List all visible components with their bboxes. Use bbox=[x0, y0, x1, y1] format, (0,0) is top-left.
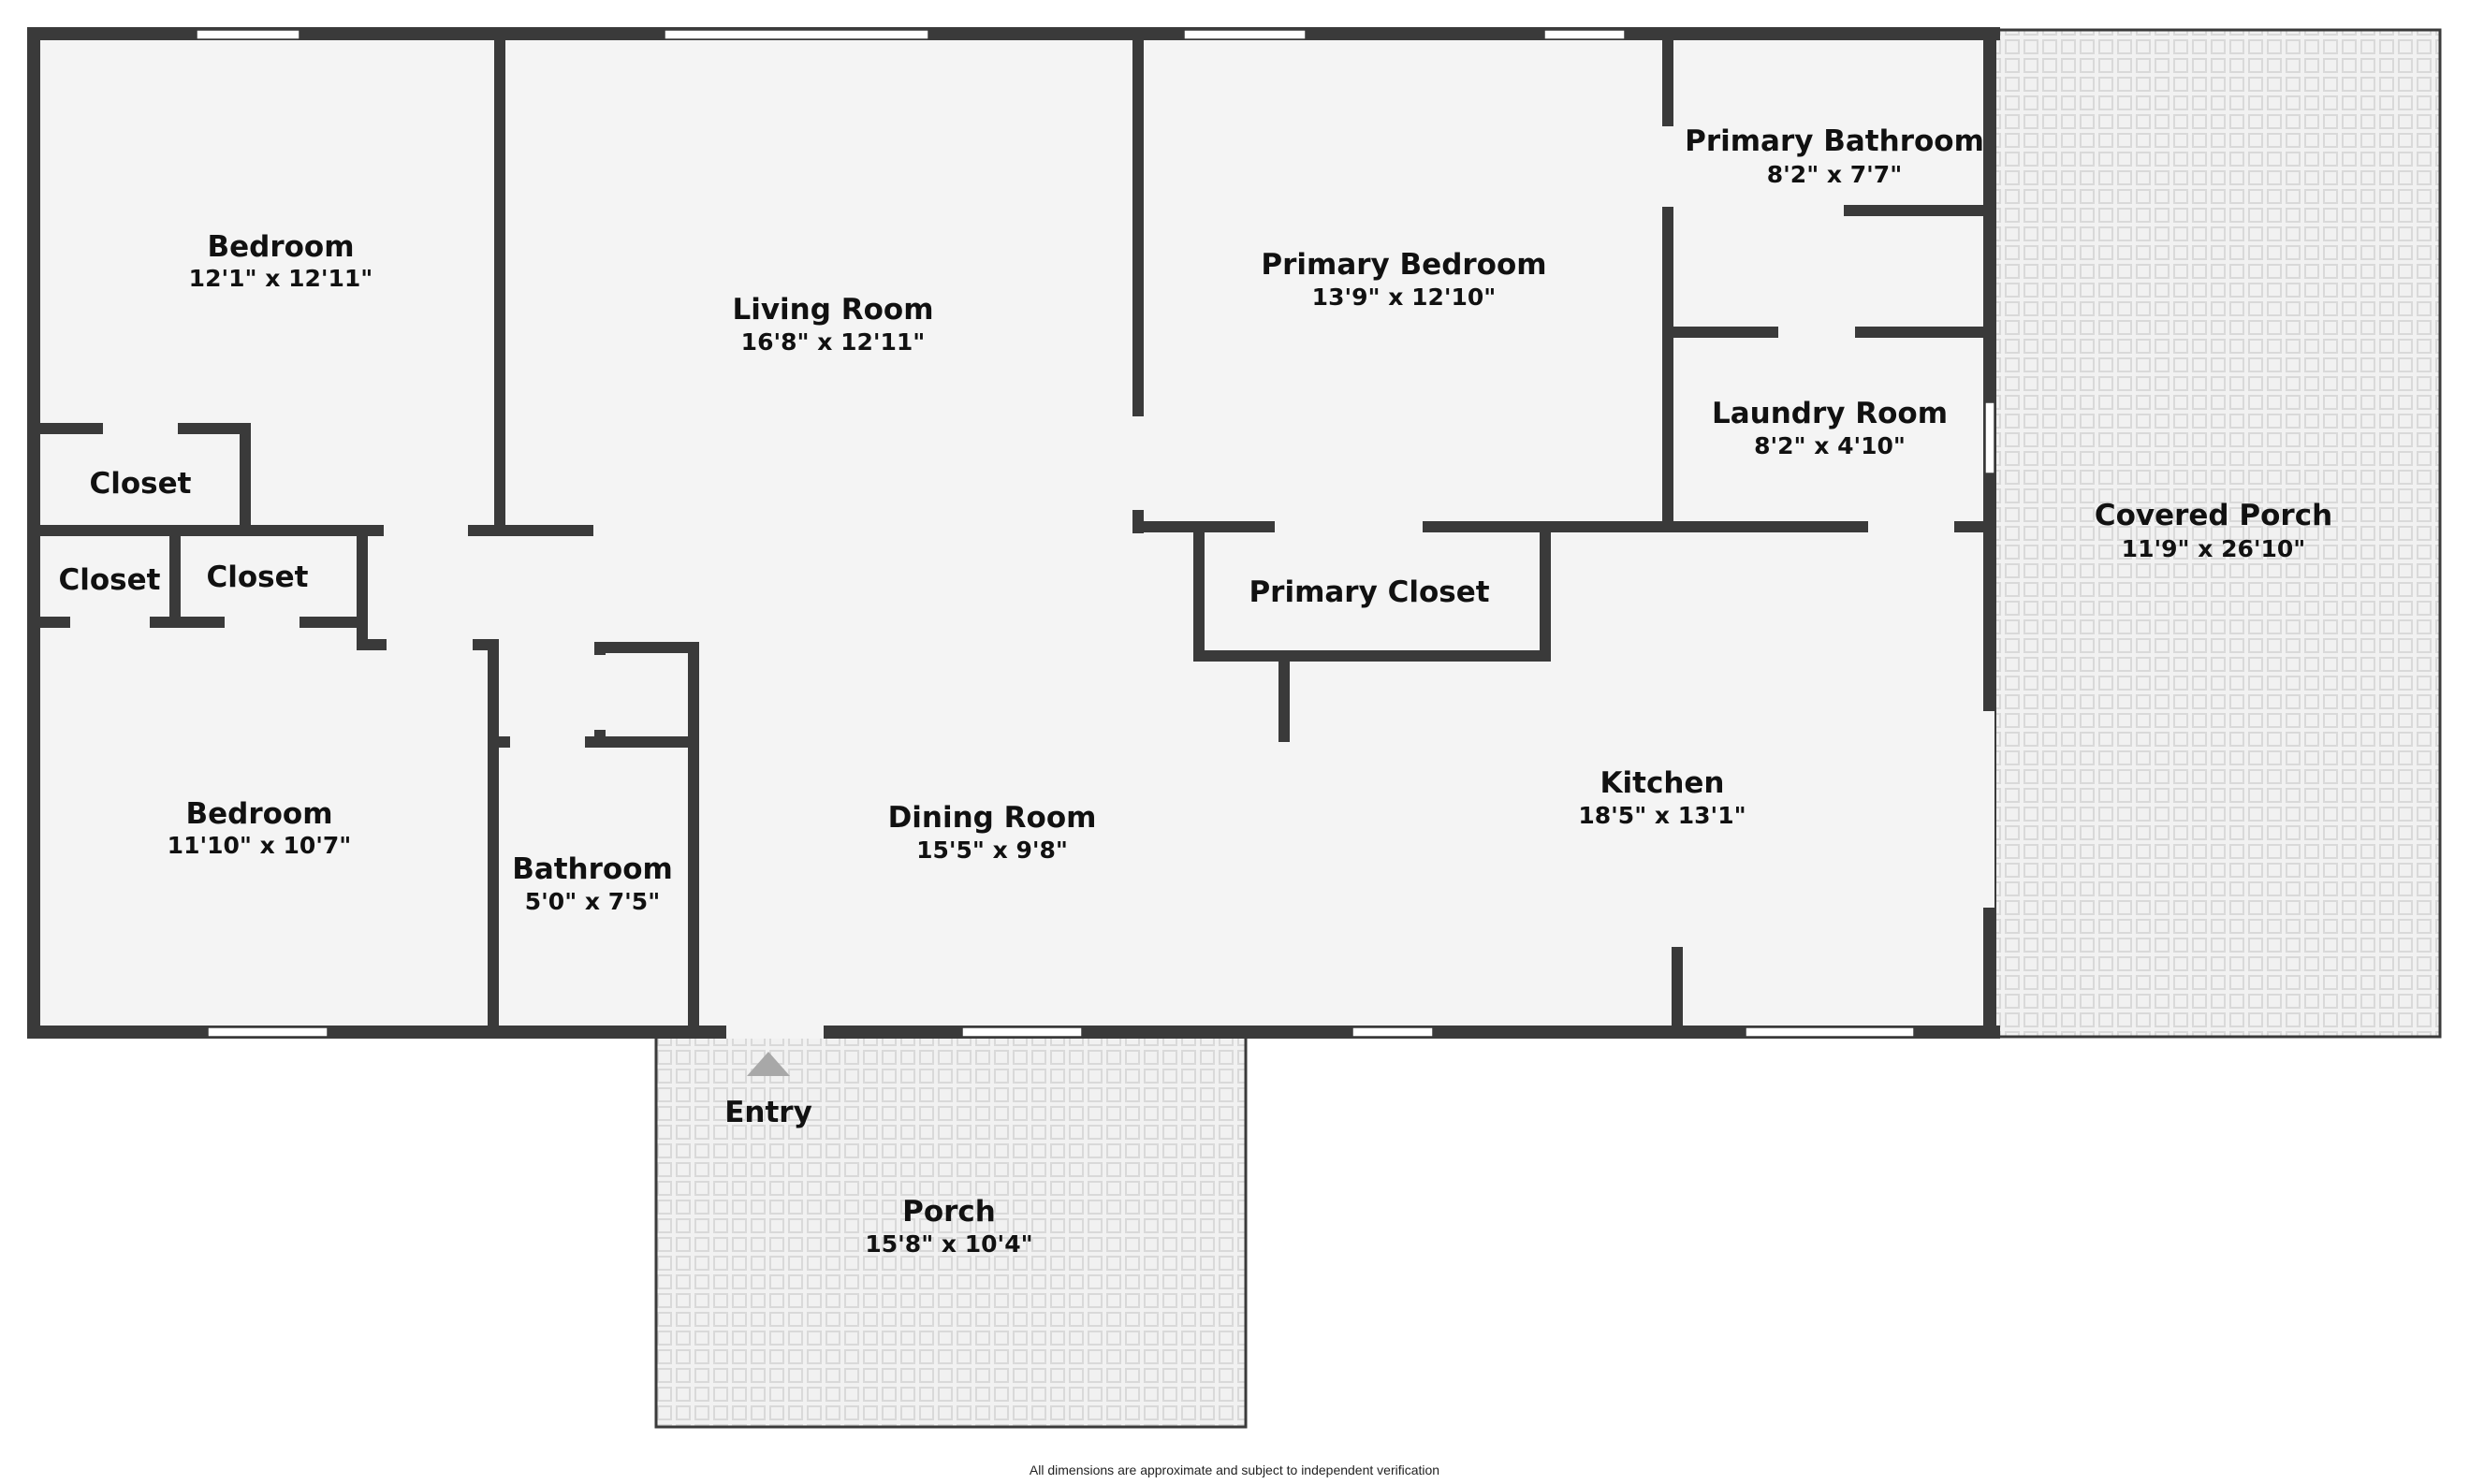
disclaimer-text: All dimensions are approximate and subje… bbox=[1030, 1462, 1439, 1477]
room-name-entry: Entry bbox=[724, 1096, 812, 1129]
wall-primary-closet-bottom bbox=[1193, 650, 1551, 662]
wall-closet-left-right bbox=[169, 525, 181, 628]
room-name-kitchen: Kitchen bbox=[1600, 766, 1724, 800]
exterior-wall-top bbox=[30, 27, 2000, 40]
door-opening bbox=[1868, 521, 1954, 532]
wall-primary-closet-right bbox=[1540, 521, 1551, 662]
window bbox=[1351, 1026, 1434, 1038]
wall-primary-closet-left bbox=[1193, 521, 1205, 662]
room-name-living-room: Living Room bbox=[732, 293, 933, 327]
room-name-bathroom: Bathroom bbox=[512, 852, 673, 886]
window bbox=[961, 1026, 1083, 1038]
wall-primary-bed-bottom bbox=[1132, 521, 1989, 532]
window bbox=[664, 29, 929, 40]
room-dims-bedroom-top: 12'1" x 12'11" bbox=[189, 265, 373, 292]
door-opening bbox=[103, 423, 178, 434]
room-name-primary-bathroom: Primary Bathroom bbox=[1685, 124, 1984, 158]
window bbox=[1984, 401, 1995, 474]
window bbox=[196, 29, 300, 40]
room-dims-laundry-room: 8'2" x 4'10" bbox=[1754, 432, 1906, 459]
room-dims-covered-porch: 11'9" x 26'10" bbox=[2122, 535, 2306, 562]
door-opening bbox=[225, 617, 299, 628]
room-name-porch: Porch bbox=[902, 1195, 996, 1229]
door-opening bbox=[70, 617, 150, 628]
room-name-dining-room: Dining Room bbox=[888, 801, 1097, 835]
entry-arrow-icon bbox=[747, 1052, 790, 1076]
wall-bedroom-top-right bbox=[494, 34, 505, 533]
door-opening bbox=[594, 655, 606, 730]
wall-primary-closet-stub bbox=[1278, 650, 1290, 742]
wall-bath-closet-top bbox=[594, 642, 699, 653]
room-name-bedroom-bottom: Bedroom bbox=[185, 797, 332, 831]
door-opening bbox=[1662, 126, 1673, 207]
wall-primary-bath-shower bbox=[1844, 205, 1990, 216]
door-opening bbox=[1275, 521, 1423, 532]
door-opening bbox=[1778, 327, 1855, 338]
window bbox=[1745, 1026, 1915, 1038]
room-name-closet-left: Closet bbox=[59, 563, 161, 597]
room-dims-living-room: 16'8" x 12'11" bbox=[741, 328, 926, 356]
room-name-closet-top: Closet bbox=[90, 467, 192, 501]
windows bbox=[196, 29, 1995, 1038]
door-opening bbox=[726, 1026, 824, 1039]
room-name-bedroom-top: Bedroom bbox=[207, 230, 354, 264]
wall-closet-top-right bbox=[240, 423, 251, 533]
wall-kitchen-stub bbox=[1672, 947, 1683, 1033]
room-dims-bedroom-bottom: 11'10" x 10'7" bbox=[168, 832, 352, 859]
room-dims-porch: 15'8" x 10'4" bbox=[865, 1230, 1032, 1258]
wall-primary-bed-right bbox=[1662, 34, 1673, 532]
door-openings bbox=[70, 126, 1994, 1039]
window bbox=[1543, 29, 1626, 40]
room-name-laundry-room: Laundry Room bbox=[1712, 397, 1948, 430]
door-opening bbox=[1132, 416, 1144, 510]
window bbox=[1183, 29, 1307, 40]
door-opening bbox=[384, 525, 468, 536]
room-dims-kitchen: 18'5" x 13'1" bbox=[1578, 802, 1746, 829]
door-opening bbox=[510, 736, 585, 748]
room-name-primary-closet: Primary Closet bbox=[1249, 575, 1489, 609]
door-opening bbox=[1983, 711, 1994, 908]
covered-porch-area bbox=[1992, 28, 2442, 1039]
room-dims-primary-bathroom: 8'2" x 7'7" bbox=[1767, 161, 1902, 188]
room-dims-dining-room: 15'5" x 9'8" bbox=[916, 837, 1068, 864]
room-name-primary-bedroom: Primary Bedroom bbox=[1261, 248, 1546, 282]
wall-living-right bbox=[1132, 34, 1144, 533]
wall-closet-mid-right bbox=[357, 525, 368, 650]
room-name-covered-porch: Covered Porch bbox=[2095, 499, 2332, 532]
room-dims-primary-bedroom: 13'9" x 12'10" bbox=[1312, 284, 1497, 311]
wall-bedroom-bottom-right bbox=[488, 639, 499, 1032]
window bbox=[207, 1026, 329, 1038]
room-name-closet-mid: Closet bbox=[207, 560, 309, 594]
door-opening bbox=[387, 639, 473, 650]
wall-bath-right bbox=[688, 642, 699, 1032]
wall-hall-stub bbox=[505, 525, 593, 536]
porch-area bbox=[654, 1032, 1248, 1429]
room-dims-bathroom: 5'0" x 7'5" bbox=[525, 888, 660, 915]
